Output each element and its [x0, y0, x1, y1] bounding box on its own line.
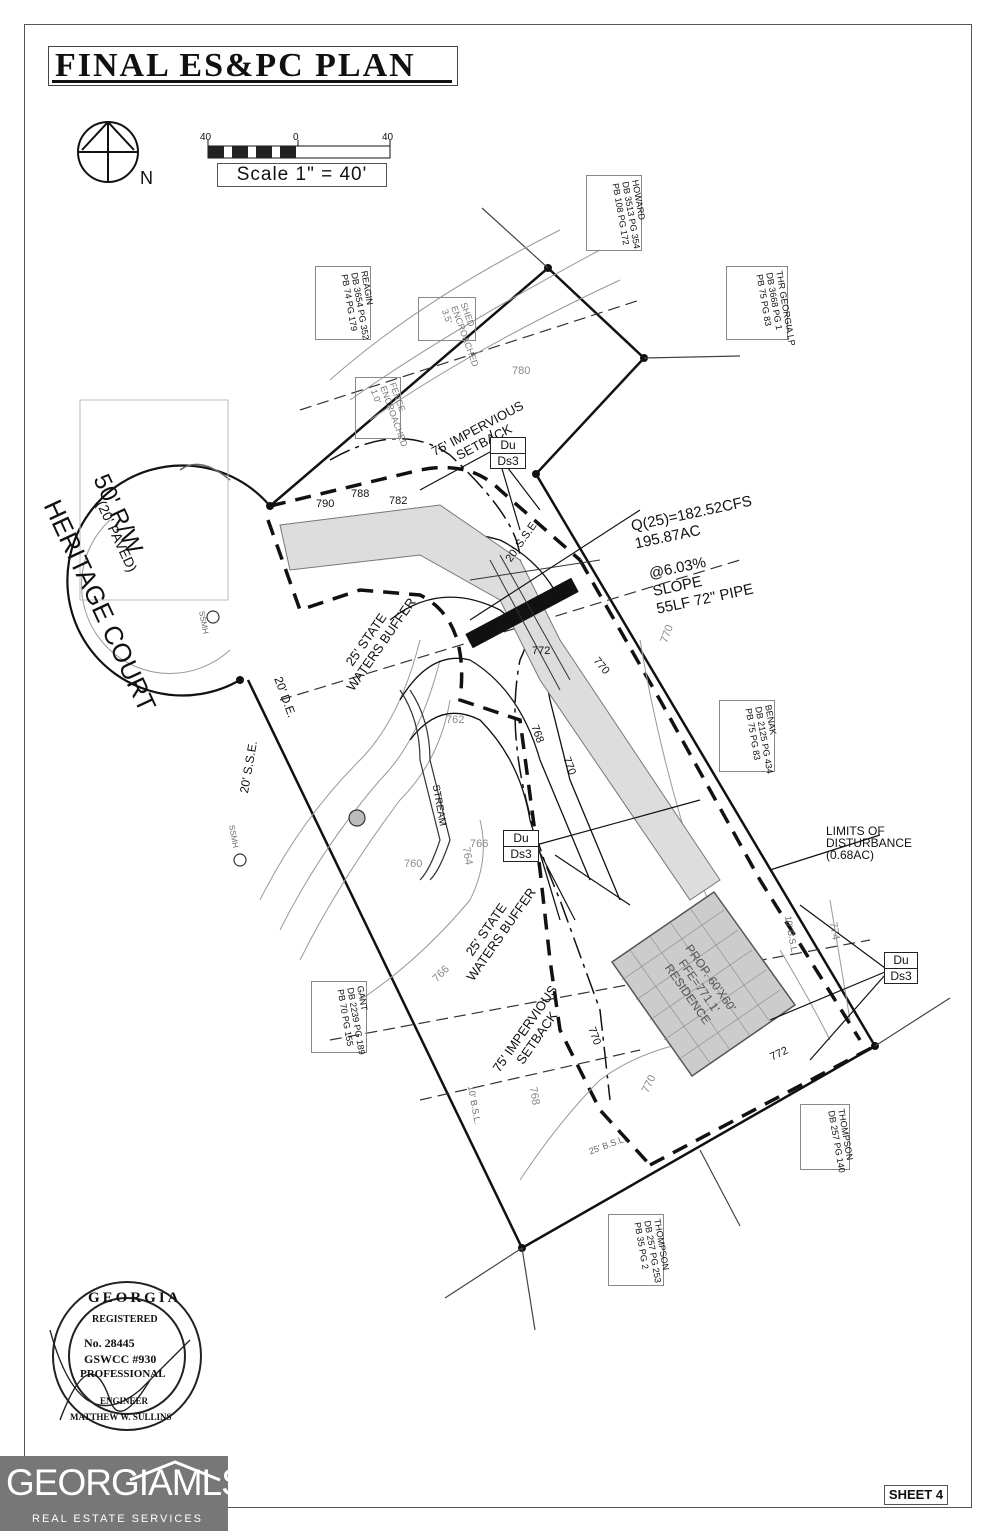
scale-bar [207, 140, 391, 159]
watermark-main: GEORGIAMLS [6, 1462, 246, 1503]
culvert-pipe [465, 554, 601, 691]
watermark-sub: REAL ESTATE SERVICES [32, 1513, 204, 1525]
contour-label: 780 [512, 365, 531, 377]
seal-registered: REGISTERED [92, 1314, 158, 1325]
seal-professional: PROFESSIONAL [80, 1368, 166, 1380]
seal-number: No. 28445 [84, 1336, 135, 1350]
drawing-frame [24, 24, 972, 1508]
contour-label: 782 [389, 495, 408, 507]
driveway [279, 504, 721, 901]
contour-label: 766 [470, 838, 489, 850]
north-arrow-icon [77, 121, 139, 183]
stream-line [399, 689, 451, 881]
seal-engineer: ENGINEER [100, 1396, 149, 1406]
contour-label: 760 [404, 858, 423, 870]
seal-name: MATTHEW W. SULLINS [70, 1412, 172, 1422]
north-letter: N [140, 168, 153, 188]
scale-bar-mid: 0 [293, 132, 299, 143]
scale-bar-right: 40 [382, 132, 394, 143]
residence-footprint [610, 890, 797, 1078]
seal-state: GEORGIA [88, 1290, 182, 1306]
title-underline [52, 80, 452, 83]
scale-bar-left: 40 [200, 132, 212, 143]
manhole-icon [206, 610, 366, 867]
contour-label: 790 [316, 498, 335, 510]
plan-title: FINAL ES&PC PLAN [48, 46, 458, 86]
scale-caption: Scale 1" = 40' [217, 163, 387, 187]
sheet-number: SHEET 4 [884, 1485, 948, 1505]
contour-label: 762 [446, 714, 465, 726]
cul-de-sac [66, 463, 271, 697]
roof-icon [129, 1460, 221, 1482]
engineer-seal-icon [49, 1281, 202, 1431]
mls-watermark-logo: GEORGIAMLS REAL ESTATE SERVICES [0, 1456, 246, 1531]
seal-gswcc: GSWCC #930 [84, 1352, 157, 1366]
contour-label: 788 [351, 488, 370, 500]
contour-label: 772 [532, 645, 551, 657]
